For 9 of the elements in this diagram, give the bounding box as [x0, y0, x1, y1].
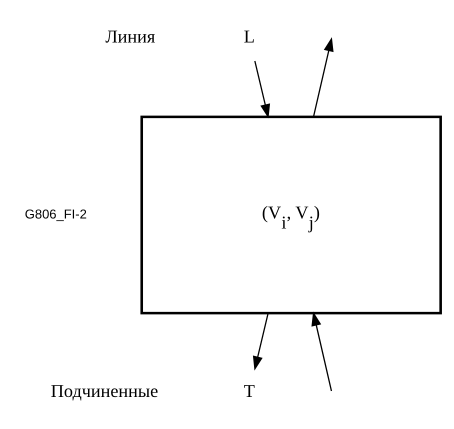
arrow: [252, 312, 268, 370]
label: Подчиненные: [50, 380, 158, 401]
arrow: [254, 60, 270, 118]
arrow: [312, 36, 334, 116]
node-text: L: [243, 26, 254, 46]
label: Линия: [104, 26, 155, 46]
arrow: [310, 311, 332, 391]
node-text: T: [243, 380, 254, 401]
label: G806_FI-2: [24, 206, 86, 221]
